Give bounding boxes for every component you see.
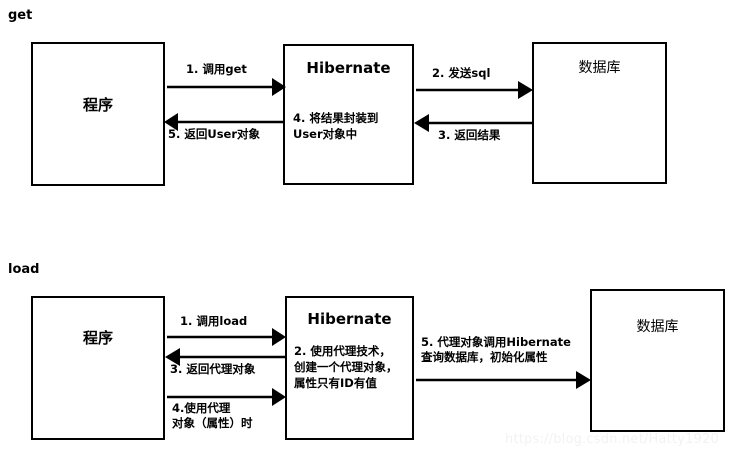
load-arrow-label-use-proxy: 4.使用代理 对象（属性）时: [172, 401, 253, 430]
load-arrow-label-call-load: 1. 调用load: [180, 314, 248, 328]
load-database-box: 数据库: [590, 289, 725, 432]
get-database-box: 数据库: [532, 42, 667, 184]
load-arrow-label-proxy-query: 5. 代理对象调用Hibernate 查询数据库，初始化属性: [421, 335, 571, 364]
get-hibernate-box: Hibernate 4. 将结果封装到 User对象中: [283, 44, 414, 185]
get-arrow-label-call-get: 1. 调用get: [186, 62, 247, 76]
load-hibernate-title: Hibernate: [307, 310, 392, 328]
watermark: https://blog.csdn.net/Hatty1920: [505, 432, 719, 447]
get-program-title: 程序: [82, 96, 113, 114]
section-label-load: load: [8, 262, 40, 277]
arrow-call-load: [167, 328, 286, 346]
get-arrow-label-return-result: 3. 返回结果: [438, 128, 501, 142]
get-arrow-label-return-user: 5. 返回User对象: [168, 127, 261, 141]
arrow-call-get: [167, 78, 286, 96]
arrow-proxy-query: [416, 371, 591, 389]
get-program-box: 程序: [31, 42, 165, 186]
get-hibernate-body: 4. 将结果封装到 User对象中: [293, 111, 379, 141]
load-arrow-label-return-proxy: 3. 返回代理对象: [170, 362, 256, 376]
section-label-get: get: [8, 8, 33, 23]
get-hibernate-title: Hibernate: [306, 59, 391, 77]
arrow-send-sql: [416, 81, 533, 99]
get-arrow-label-send-sql: 2. 发送sql: [432, 66, 491, 80]
load-database-title: 数据库: [636, 319, 679, 335]
load-hibernate-body: 2. 使用代理技术， 创建一个代理对象， 属性只有ID有值: [294, 344, 398, 390]
get-database-title: 数据库: [578, 60, 621, 76]
load-program-box: 程序: [31, 296, 165, 440]
load-hibernate-box: Hibernate 2. 使用代理技术， 创建一个代理对象， 属性只有ID有值: [285, 296, 414, 440]
load-program-title: 程序: [82, 329, 113, 347]
